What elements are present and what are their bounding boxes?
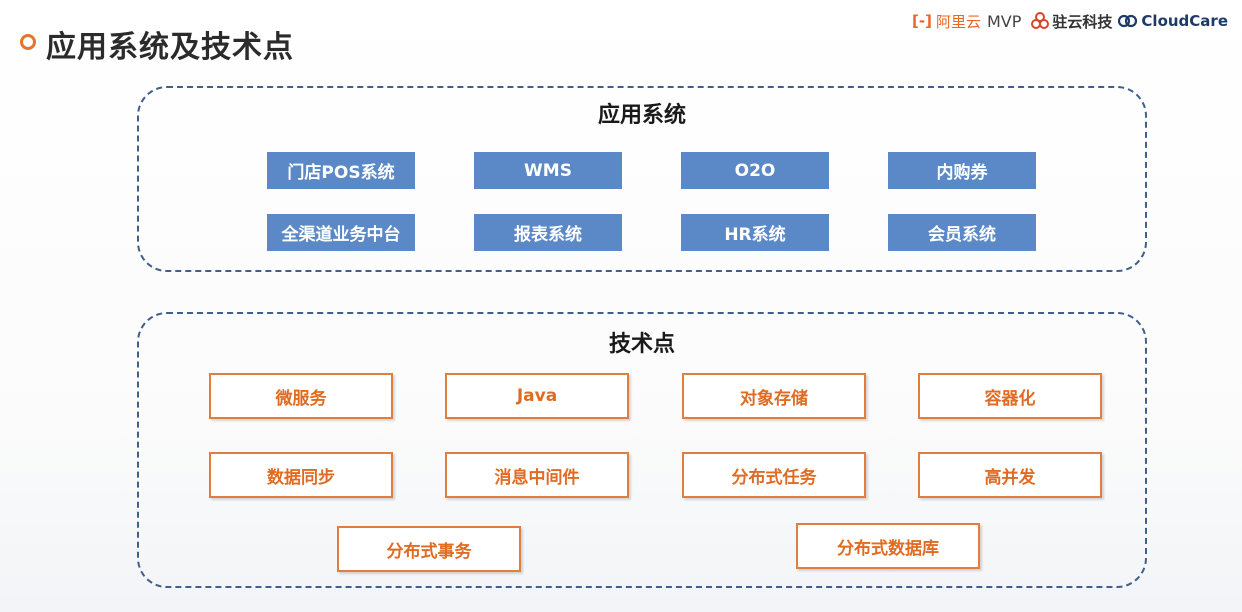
- tech-item-high-concurrency: 高并发: [918, 452, 1102, 498]
- app-item-omnichannel: 全渠道业务中台: [267, 214, 415, 251]
- app-item-o2o: O2O: [681, 152, 829, 189]
- aliyun-logo-text: 阿里云: [935, 12, 981, 31]
- app-systems-panel: 应用系统 门店POS系统 WMS O2O 内购券 全渠道业务中台 报表系统 HR…: [137, 86, 1147, 272]
- app-item-hr: HR系统: [681, 214, 829, 251]
- app-item-wms: WMS: [474, 152, 622, 189]
- app-item-member: 会员系统: [888, 214, 1036, 251]
- tech-item-java: Java: [445, 373, 629, 419]
- zhuyun-flower-icon: [1031, 12, 1050, 29]
- title-bullet-icon: [20, 34, 36, 50]
- app-item-coupon: 内购券: [888, 152, 1036, 189]
- mvp-label: MVP: [987, 11, 1022, 31]
- aliyun-bracket-icon: [-]: [912, 12, 932, 30]
- app-item-pos: 门店POS系统: [267, 152, 415, 189]
- tech-item-containers: 容器化: [918, 373, 1102, 419]
- page-title: 应用系统及技术点: [46, 30, 294, 65]
- tech-item-message-middleware: 消息中间件: [445, 452, 629, 498]
- cloudcare-logo-text: CloudCare: [1141, 12, 1228, 30]
- cloudcare-cloud-icon: [1118, 14, 1138, 28]
- cloudcare-logo: CloudCare: [1118, 12, 1228, 30]
- tech-points-panel: 技术点 微服务 Java 对象存储 容器化 数据同步 消息中间件 分布式任务 高…: [137, 312, 1147, 588]
- tech-item-microservices: 微服务: [209, 373, 393, 419]
- app-systems-title: 应用系统: [597, 103, 686, 128]
- app-item-reports: 报表系统: [474, 214, 622, 251]
- sponsor-logos: [-] 阿里云 MVP 驻云科技 CloudCare: [912, 10, 1228, 32]
- tech-points-title: 技术点: [608, 332, 675, 357]
- aliyun-logo: [-] 阿里云: [912, 11, 981, 32]
- tech-item-distributed-tasks: 分布式任务: [682, 452, 866, 498]
- zhuyun-logo: 驻云科技: [1031, 11, 1112, 32]
- zhuyun-logo-text: 驻云科技: [1052, 12, 1113, 31]
- tech-item-distributed-transactions: 分布式事务: [337, 526, 521, 572]
- tech-item-object-storage: 对象存储: [682, 373, 866, 419]
- tech-item-distributed-database: 分布式数据库: [796, 523, 980, 569]
- tech-item-data-sync: 数据同步: [209, 452, 393, 498]
